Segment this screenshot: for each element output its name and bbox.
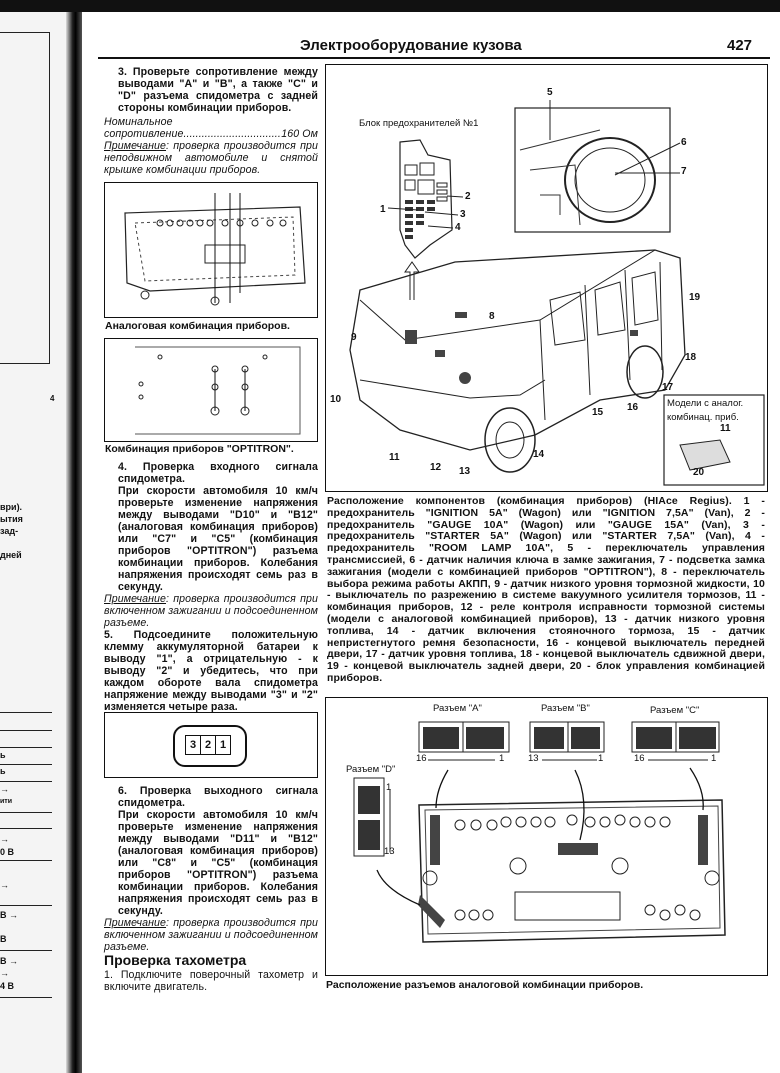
- step4-body: При скорости автомобиля 10 км/ч проверьт…: [118, 485, 318, 593]
- prev-text: ытия: [0, 514, 23, 524]
- connector-c-label: Разъем "C": [650, 705, 700, 716]
- callout-14: 14: [533, 449, 545, 460]
- step6-title: 6. Проверка выходного сигнала спидометра…: [118, 785, 318, 809]
- fuse-block-label: Блок предохранителей №1: [359, 118, 479, 129]
- connector-d-pin-bottom: 13: [384, 846, 395, 857]
- prev-text: 4: [50, 394, 55, 403]
- prev-text: 4 В: [0, 981, 15, 991]
- callout-12: 12: [430, 462, 442, 473]
- callout-13: 13: [459, 466, 471, 477]
- prev-text: →: [0, 784, 9, 794]
- note4-text: : проверка производится при включенном з…: [104, 593, 318, 629]
- prev-text: ври).: [0, 502, 23, 512]
- book-binding-shadow: [66, 12, 82, 1073]
- note3-text: : проверка производится при неподвижном …: [104, 140, 318, 176]
- callout-18: 18: [685, 352, 697, 363]
- connector-b-label: Разъем "B": [541, 703, 590, 714]
- nominal-resistance-row: сопротивление ..........................…: [104, 128, 318, 140]
- prev-text: В →: [0, 956, 18, 966]
- connector-a-pin-right: 1: [499, 753, 505, 764]
- prev-text: 0 В: [0, 847, 15, 857]
- step4-5-block: 4. Проверка входного сигнала спидометра.…: [104, 461, 318, 713]
- fig2-caption: Комбинация приборов "OPTITRON".: [105, 443, 294, 455]
- connector-b-pin-right: 1: [598, 753, 604, 764]
- prev-text: В →: [0, 910, 18, 920]
- pin-3: 3: [186, 736, 201, 754]
- prev-text: →: [0, 968, 9, 978]
- prev-figure-frame: [0, 32, 50, 364]
- prev-text: →: [0, 834, 9, 844]
- connector-location-figure: [325, 697, 768, 976]
- inset-callout-20: 20: [693, 467, 705, 478]
- inset-label-line1: Модели с аналог.: [667, 398, 744, 409]
- step4-title: 4. Проверка входного сигнала спидометра.: [118, 461, 318, 485]
- inset-label-line2: комбинац. приб.: [667, 412, 739, 423]
- step6-block: 6. Проверка выходного сигнала спидометра…: [104, 785, 318, 953]
- callout-8: 8: [489, 311, 495, 322]
- callout-16: 16: [627, 402, 639, 413]
- connector-d-label: Разъем "D": [346, 764, 396, 775]
- pin-2: 2: [201, 736, 216, 754]
- analog-cluster-drawing: [124, 193, 306, 306]
- callout-6: 6: [681, 137, 687, 148]
- fig1-caption: Аналоговая комбинация приборов.: [105, 320, 290, 332]
- callout-10: 10: [330, 394, 342, 405]
- optitron-cluster-drawing: [135, 346, 301, 435]
- header-rule: [98, 57, 770, 59]
- inset-callout-11: 11: [720, 423, 731, 434]
- prev-text: ь: [0, 750, 6, 760]
- callout-15: 15: [592, 407, 604, 418]
- step5-text: 5. Подсоедините положительную клемму акк…: [104, 629, 318, 713]
- step6-body: При скорости автомобиля 10 км/ч проверьт…: [118, 809, 318, 917]
- prev-text: →: [0, 880, 9, 890]
- connector-c-pin-left: 16: [634, 753, 645, 764]
- connectors-caption: Расположение разъемов аналоговой комбина…: [326, 979, 644, 991]
- prev-text: ити: [0, 798, 13, 805]
- connector-pin-row: 3 2 1: [185, 735, 231, 755]
- callout-3: 3: [460, 209, 466, 220]
- analog-cluster-figure: [104, 182, 318, 318]
- nominal-label: Номинальное: [104, 116, 173, 128]
- speedometer-connector-figure: 3 2 1: [104, 712, 318, 778]
- callout-17: 17: [662, 382, 674, 393]
- nominal-resistance-label: сопротивление: [104, 128, 184, 140]
- previous-page-fragment: 4 ври). ытия зад- дней ь ь → ити → 0 В →…: [0, 12, 72, 1073]
- connector-c-pin-right: 1: [711, 753, 717, 764]
- connector-housing: 3 2 1: [173, 725, 247, 767]
- note-label: Примечание: [104, 593, 167, 605]
- callout-2: 2: [465, 191, 471, 202]
- note-label: Примечание: [104, 917, 167, 929]
- callout-7: 7: [681, 166, 687, 177]
- page-number: 427: [727, 37, 753, 54]
- optitron-cluster-figure: [104, 338, 318, 442]
- step3-block: 3. Проверьте сопротивление между выводам…: [104, 66, 318, 176]
- nominal-resistance-value: 160 Ом: [281, 128, 318, 140]
- pin-1: 1: [219, 739, 227, 751]
- callout-1: 1: [380, 204, 386, 215]
- callout-5: 5: [547, 87, 553, 98]
- scan-top-edge: [0, 0, 780, 12]
- connector-d-pin-top: 1: [386, 782, 392, 793]
- connector-a-pin-left: 16: [416, 753, 427, 764]
- note6-text: : проверка производится при включенном з…: [104, 917, 318, 953]
- callout-9: 9: [351, 332, 357, 343]
- connector-a-label: Разъем "A": [433, 703, 482, 714]
- tachometer-heading: Проверка тахометра: [104, 952, 247, 968]
- note-label: Примечание: [104, 140, 167, 152]
- connector-b-pin-left: 13: [528, 753, 539, 764]
- tacho-step1: 1. Подключите поверочный тахометр и вклю…: [104, 969, 318, 993]
- prev-text: В: [0, 934, 7, 944]
- callout-19: 19: [689, 292, 701, 303]
- callout-11: 11: [389, 452, 400, 463]
- components-caption: Расположение компонентов (комбинация при…: [327, 495, 765, 684]
- prev-text: дней: [0, 550, 22, 560]
- prev-text: зад-: [0, 526, 19, 536]
- step3-text: 3. Проверьте сопротивление между выводам…: [118, 66, 318, 114]
- callout-4: 4: [455, 222, 461, 233]
- running-header-title: Электрооборудование кузова: [300, 37, 522, 54]
- prev-text: ь: [0, 766, 6, 776]
